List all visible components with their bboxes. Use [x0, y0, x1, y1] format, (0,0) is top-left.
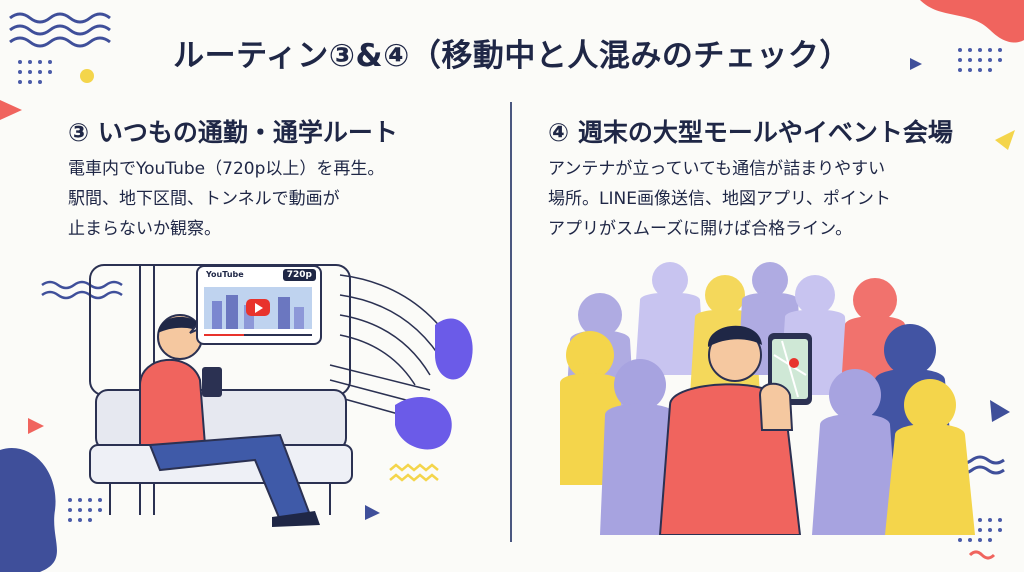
left-body-line: 駅間、地下区間、トンネルで動画が — [68, 189, 340, 209]
decor-top-right — [910, 0, 1024, 150]
left-body-line: 止まらないか観察。 — [68, 219, 221, 239]
decor-bottom-left — [0, 418, 102, 572]
right-section-heading: ④ 週末の大型モールやイベント会場 — [548, 118, 953, 147]
right-body-line: アプリがスムーズに開けば合格ライン。 — [548, 219, 853, 239]
decor-top-left — [0, 12, 111, 120]
video-progress-bar[interactable] — [204, 331, 312, 339]
play-icon[interactable] — [246, 299, 270, 316]
video-popup: YouTube 720p — [196, 265, 322, 345]
right-section-body: アンテナが立っていても通信が詰まりやすい 場所。LINE画像送信、地図アプリ、ポ… — [548, 154, 891, 244]
slide-title: ルーティン③&④（移動中と人混みのチェック） — [173, 38, 851, 74]
right-body-line: アンテナが立っていても通信が詰まりやすい — [548, 159, 886, 179]
video-screen — [204, 287, 312, 329]
left-section-body: 電車内でYouTube（720p以上）を再生。 駅間、地下区間、トンネルで動画が… — [68, 154, 384, 244]
left-section-heading: ③ いつもの通勤・通学ルート — [68, 118, 398, 147]
section-divider — [510, 102, 512, 542]
video-brand-label: YouTube — [206, 270, 244, 279]
crowd-illustration — [560, 262, 975, 535]
left-body-line: 電車内でYouTube（720p以上）を再生。 — [68, 159, 385, 179]
video-quality-badge: 720p — [282, 269, 316, 281]
right-body-line: 場所。LINE画像送信、地図アプリ、ポイント — [548, 189, 891, 209]
